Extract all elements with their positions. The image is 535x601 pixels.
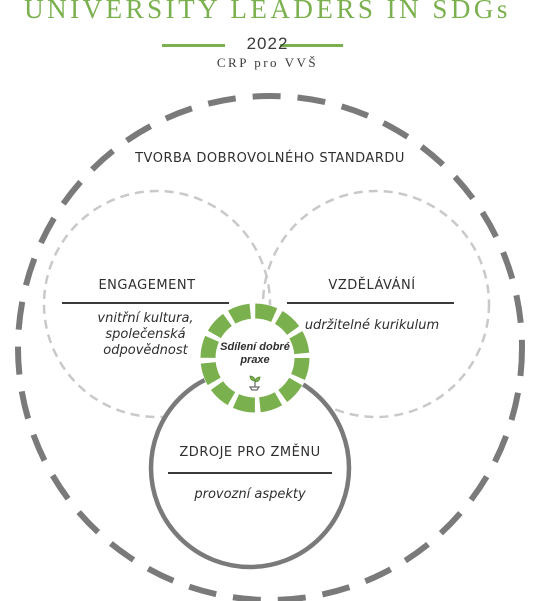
resources-rule: [168, 472, 332, 474]
year-row: 2022: [0, 34, 535, 56]
education-title: VZDĚLÁVÁNÍ: [328, 278, 416, 293]
engagement-text: vnitřní kultura, společenská odpovědnost: [97, 311, 194, 358]
subtitle: CRP pro VVŠ: [216, 55, 319, 70]
engagement-title: ENGAGEMENT: [98, 278, 196, 293]
year-label: 2022: [246, 34, 289, 53]
year-line-right: [280, 44, 343, 47]
education-text: udržitelné kurikulum: [304, 318, 440, 333]
sprout-icon: [248, 375, 261, 391]
education-circle: [261, 189, 491, 419]
center-hub-ring: [200, 303, 310, 413]
engagement-circle: [42, 189, 272, 419]
education-rule: [287, 302, 454, 304]
resources-text: provozní aspekty: [194, 487, 306, 502]
outer-circle-label: TVORBA DOBROVOLNÉHO STANDARDU: [135, 151, 405, 166]
resources-title: ZDROJE PRO ZMĚNU: [179, 445, 321, 460]
year-line-left: [162, 44, 225, 47]
center-label: Sdílení dobré praxe: [220, 341, 290, 366]
outer-dashed-circle: [15, 93, 525, 601]
engagement-rule: [62, 302, 229, 304]
page-title: UNIVERSITY LEADERS IN SDGs: [24, 0, 511, 24]
center-hub-fill: [200, 303, 310, 413]
